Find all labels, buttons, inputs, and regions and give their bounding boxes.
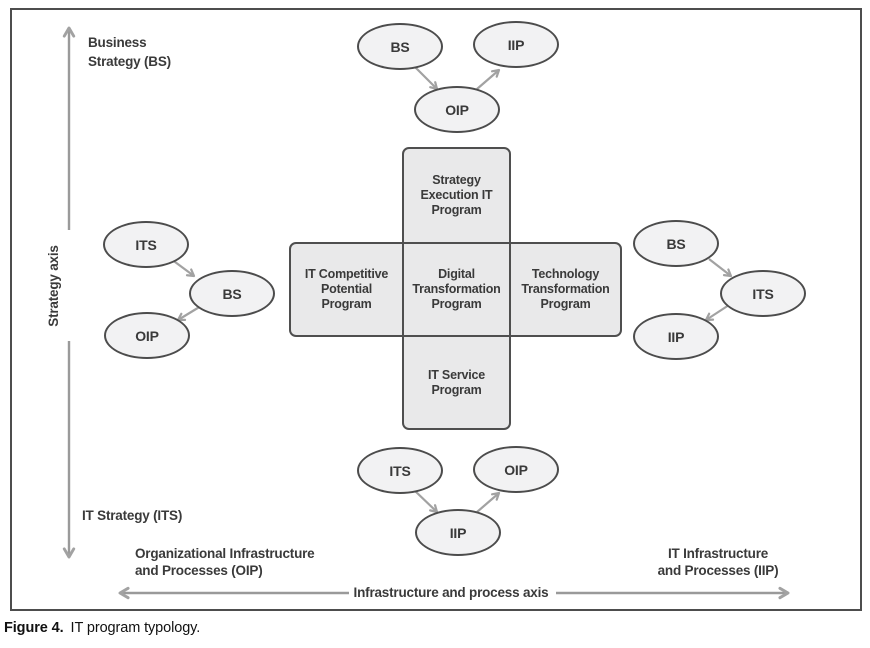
- node-right-iip: IIP: [633, 313, 719, 360]
- arrow-right-bs-to-its: [708, 258, 733, 278]
- label-strategy-axis: Strategy axis: [46, 245, 61, 327]
- program-strategy-execution: Strategy Execution IT Program: [420, 173, 493, 217]
- arrow-right-its-to-iip: [704, 304, 730, 322]
- program-technology-transformation: Technology Transformation Program: [521, 267, 610, 311]
- node-right-bs: BS: [633, 220, 719, 267]
- label-organizational-infrastructure: Organizational Infrastructure and Proces…: [135, 546, 315, 578]
- node-bottom-iip: IIP: [415, 509, 501, 556]
- node-left-its: ITS: [103, 221, 189, 268]
- arrow-top-oip-to-iip: [476, 68, 501, 90]
- horizontal-program-band-outline: [289, 242, 622, 337]
- figure-caption-number: Figure 4.: [4, 620, 64, 636]
- label-it-strategy: IT Strategy (ITS): [82, 508, 183, 523]
- label-business-strategy: Business Strategy (BS): [88, 35, 171, 69]
- arrow-bottom-its-to-iip: [413, 489, 439, 514]
- node-top-bs: BS: [357, 23, 443, 70]
- arrow-left-bs-to-oip: [176, 305, 202, 322]
- node-left-bs: BS: [189, 270, 275, 317]
- vertical-program-band: [403, 148, 510, 429]
- vertical-program-band-outline: [402, 147, 511, 430]
- figure-caption: Figure 4. IT program typology.: [4, 620, 200, 636]
- label-infrastructure-axis: Infrastructure and process axis: [353, 585, 549, 600]
- node-bottom-its: ITS: [357, 447, 443, 494]
- figure-caption-text: IT program typology.: [70, 620, 201, 636]
- node-right-its: ITS: [720, 270, 806, 317]
- node-top-iip: IIP: [473, 21, 559, 68]
- node-bottom-oip: OIP: [473, 446, 559, 493]
- node-left-oip: OIP: [104, 312, 190, 359]
- program-it-service: IT Service Program: [427, 368, 486, 397]
- program-it-competitive-potential: IT Competitive Potential Program: [304, 267, 389, 311]
- arrow-top-bs-to-oip: [413, 65, 439, 91]
- label-it-infrastructure: IT Infrastructure and Processes (IIP): [657, 546, 779, 578]
- node-top-oip: OIP: [414, 86, 500, 133]
- arrow-bottom-iip-to-oip: [476, 491, 501, 513]
- program-cross: [289, 147, 622, 430]
- program-digital-transformation: Digital Transformation Program: [412, 267, 501, 311]
